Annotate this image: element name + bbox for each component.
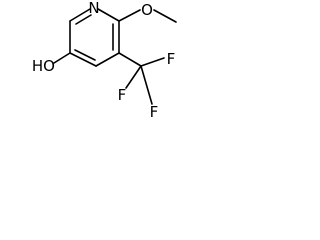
bond-c4-c5 — [69, 52, 97, 67]
bond-c2-o — [118, 9, 141, 22]
bond-c3-c4 — [95, 52, 120, 67]
bond-cf3-f-top — [140, 57, 165, 67]
bond-c6-n-inner — [75, 14, 92, 25]
atom-label-fluorine-right: F — [150, 103, 159, 121]
atom-label-group: N O HO F F F — [32, 0, 175, 121]
bond-cf3-f-right — [140, 65, 153, 105]
bond-c5-oh — [53, 52, 71, 64]
atom-label-hydroxyl: HO — [32, 57, 55, 75]
bond-c6-n — [69, 8, 91, 22]
bond-o-ch3 — [153, 9, 177, 23]
chemical-structure-diagram: N O HO F F F — [32, 0, 177, 121]
atom-label-nitrogen: N — [88, 0, 99, 17]
bond-cf3-f-left — [125, 65, 142, 89]
bond-c3-cf3 — [118, 52, 142, 67]
bond-group — [53, 8, 177, 105]
bond-c4-c5-inner — [74, 49, 96, 61]
atom-label-fluorine-left: F — [118, 86, 127, 104]
atom-label-oxygen: O — [141, 1, 153, 19]
atom-label-fluorine-top: F — [167, 50, 176, 68]
bond-n-c2 — [97, 8, 120, 22]
